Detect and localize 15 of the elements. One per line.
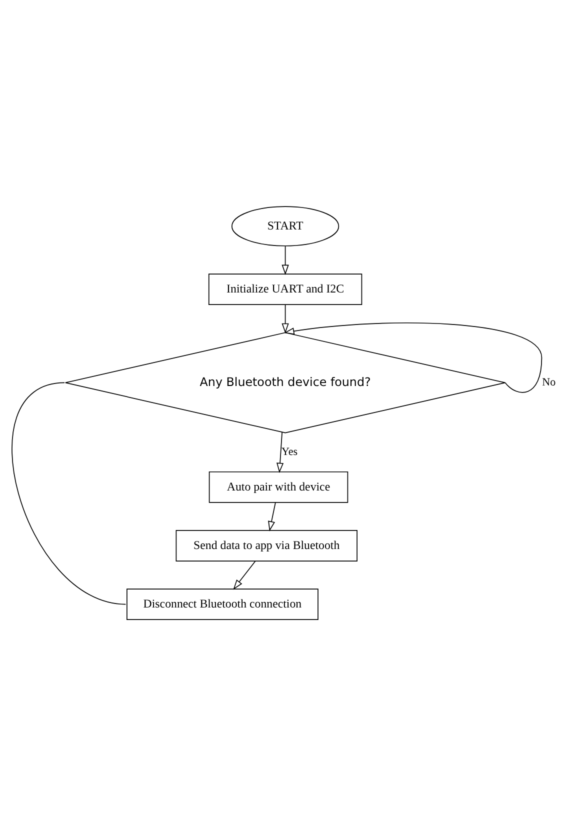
edge-label: No	[542, 376, 556, 388]
arrow	[284, 322, 542, 392]
connector	[12, 382, 126, 604]
node-diamond: Any Bluetooth device found?	[64, 332, 506, 433]
node-box: Disconnect Bluetooth connection	[126, 588, 318, 620]
arrow	[282, 245, 289, 274]
node-box: Auto pair with device	[208, 470, 348, 502]
node-box: Send data to app via Bluetooth	[176, 530, 358, 561]
node-ellipse: START	[232, 206, 340, 246]
arrow	[276, 431, 284, 473]
node-box: Initialize UART and I2C	[208, 273, 362, 305]
edge-label: Yes	[282, 446, 298, 458]
arrow	[233, 560, 256, 590]
arrow	[268, 502, 276, 531]
arrow	[282, 304, 289, 334]
